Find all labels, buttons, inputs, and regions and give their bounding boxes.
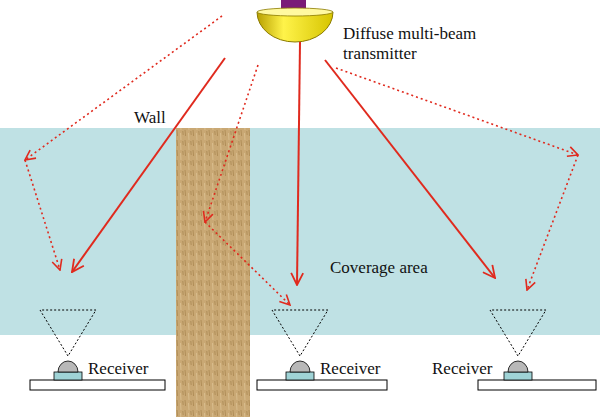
base-plate xyxy=(478,380,596,390)
receiver-label: Receiver xyxy=(88,359,148,379)
coverage-band xyxy=(0,128,600,335)
detector-dome xyxy=(58,361,78,372)
field-of-view xyxy=(272,310,328,356)
receiver-right xyxy=(478,310,596,390)
base-plate xyxy=(30,380,165,390)
direct-beam xyxy=(325,60,495,278)
transmitter-label: Diffuse multi-beam transmitter xyxy=(343,24,508,64)
wall-block xyxy=(176,128,250,417)
detector-mount xyxy=(286,372,314,380)
receiver-label: Receiver xyxy=(320,359,380,379)
receiver-label: Receiver xyxy=(432,359,492,379)
diffuse-beam xyxy=(25,160,60,270)
diffuse-beam xyxy=(527,155,578,290)
receiver-left xyxy=(30,310,165,390)
detector-dome xyxy=(290,361,310,372)
diffuse-beam xyxy=(25,16,222,160)
wall-node: Wall xyxy=(176,128,250,417)
coverage-area-label: Coverage area xyxy=(330,258,428,278)
diffuse-beam xyxy=(205,222,290,305)
diffuse-beams xyxy=(25,16,578,305)
transmitter-node: Diffuse multi-beam transmitter xyxy=(255,0,600,72)
receiver-middle xyxy=(257,310,387,390)
direct-beam xyxy=(297,42,300,285)
detector-mount xyxy=(54,372,82,380)
receiver-node: Receiver xyxy=(430,305,596,391)
coverage-area-node: Coverage area xyxy=(0,128,600,335)
transmitter-bowl xyxy=(257,12,333,42)
wall-label: Wall xyxy=(134,108,166,128)
base-plate xyxy=(257,380,387,390)
diffuse-beam xyxy=(336,68,578,155)
detector-mount xyxy=(504,372,532,380)
receiver-node: Receiver xyxy=(257,305,387,391)
direct-beam xyxy=(72,58,225,272)
detector-dome xyxy=(508,361,528,372)
field-of-view xyxy=(40,310,96,356)
field-of-view xyxy=(490,310,546,356)
transmitter-rim xyxy=(257,8,333,16)
receiver-node: Receiver xyxy=(30,305,165,391)
diffuse-beam xyxy=(205,65,258,222)
